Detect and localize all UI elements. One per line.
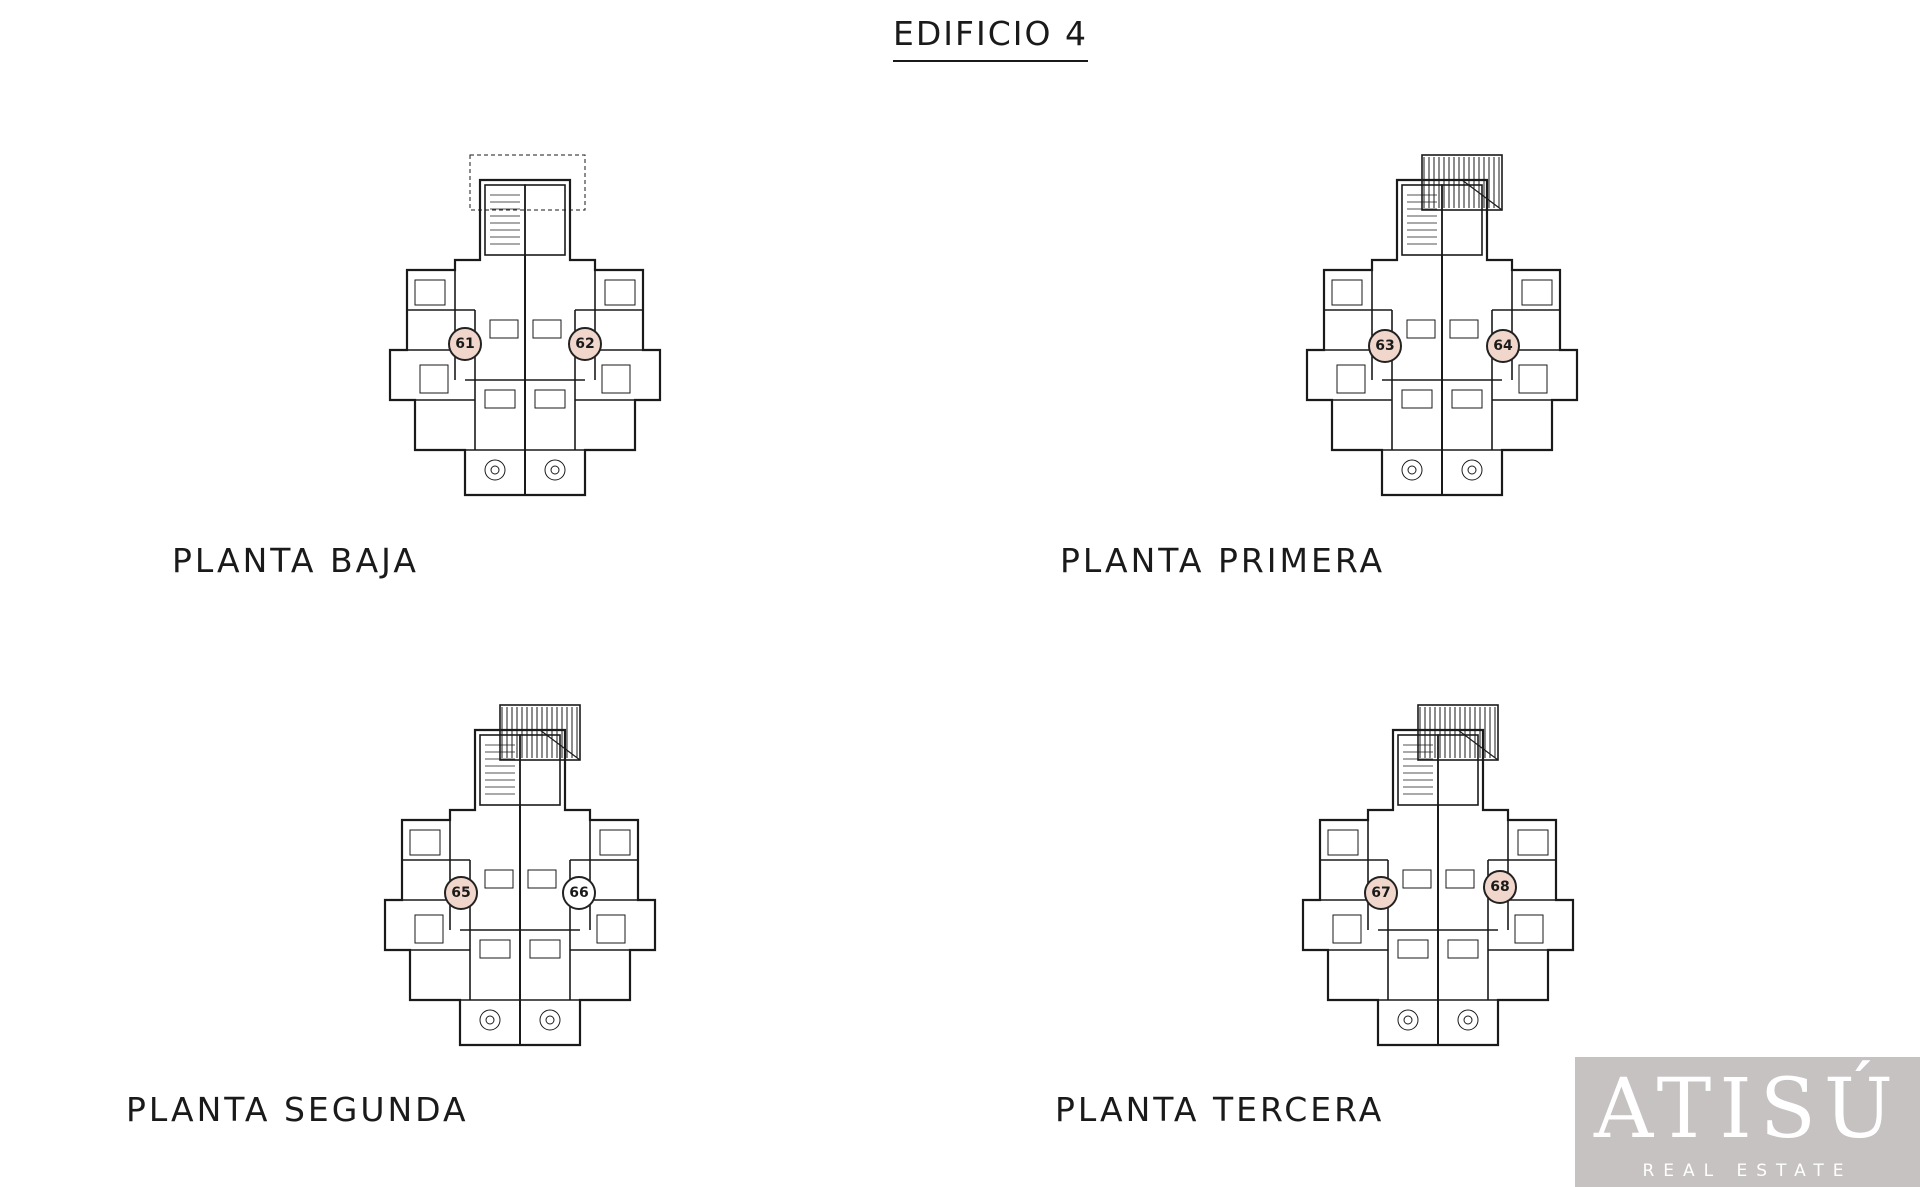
unit-badge-64: 64 — [1486, 329, 1520, 363]
plan-label-planta-tercera: PLANTA TERCERA — [1055, 1090, 1385, 1129]
unit-badge-68: 68 — [1483, 870, 1517, 904]
watermark-logo: ATISÚ REAL ESTATE — [1575, 1057, 1920, 1187]
unit-badge-66: 66 — [562, 876, 596, 910]
plan-label-planta-primera: PLANTA PRIMERA — [1060, 541, 1386, 580]
watermark-brand: ATISÚ — [1593, 1062, 1902, 1157]
unit-badge-65: 65 — [444, 876, 478, 910]
floor-plan-planta-primera — [1262, 150, 1622, 510]
floor-plan-planta-segunda — [340, 700, 700, 1060]
floor-plan-planta-baja — [345, 150, 705, 510]
page-title: EDIFICIO 4 — [893, 14, 1088, 62]
unit-badge-61: 61 — [448, 327, 482, 361]
unit-badge-67: 67 — [1364, 876, 1398, 910]
plan-label-planta-segunda: PLANTA SEGUNDA — [126, 1090, 469, 1129]
plan-label-planta-baja: PLANTA BAJA — [172, 541, 419, 580]
unit-badge-62: 62 — [568, 327, 602, 361]
watermark-subtitle: REAL ESTATE — [1642, 1161, 1853, 1181]
unit-badge-63: 63 — [1368, 329, 1402, 363]
floor-plan-planta-tercera — [1258, 700, 1618, 1060]
